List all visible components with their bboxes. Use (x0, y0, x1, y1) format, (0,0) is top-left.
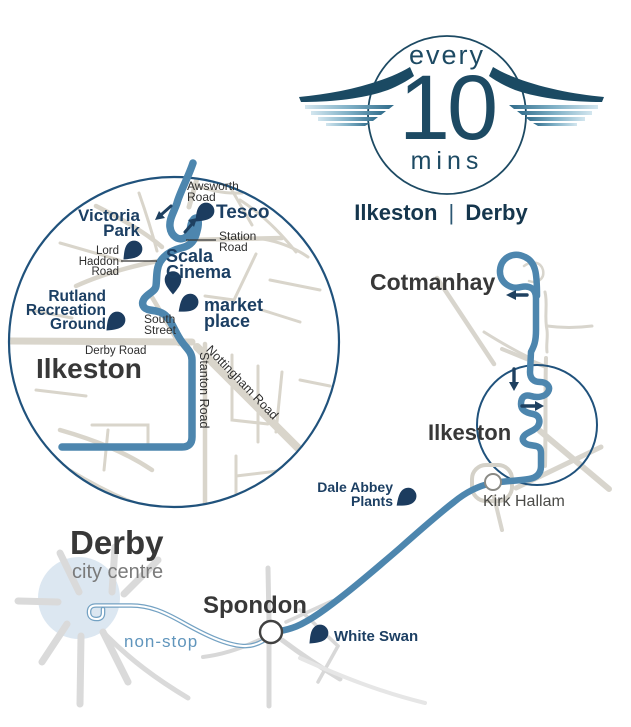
direction-arrows (155, 204, 544, 411)
spondon-interchange (258, 619, 284, 645)
label-derby-road: Derby Road (85, 345, 147, 357)
route-name: Ilkeston | Derby (341, 200, 541, 226)
label-awsworth-road: Awsworth Road (187, 179, 239, 204)
label-city-centre: city centre (72, 561, 164, 583)
label-market-place: market place (204, 295, 264, 331)
route-from: Ilkeston (354, 200, 438, 225)
label-dale-abbey-plants: Dale Abbey Plants (317, 479, 393, 509)
stop-marker-white-swan (303, 621, 332, 650)
label-cotmanhay: Cotmanhay (370, 269, 496, 295)
stop-marker-dale-abbey-plants (391, 484, 420, 513)
leader-lines (121, 239, 216, 262)
label-south-street: South Street (144, 312, 177, 337)
label-station-road: Station Road (219, 229, 257, 254)
inset-circle-outline (7, 175, 341, 509)
label-lord-haddon-road: Lord Haddon Road (78, 245, 119, 278)
logo-mins-text: mins (410, 147, 484, 175)
label-derby: Derby (70, 524, 164, 561)
label-non-stop: non-stop (124, 632, 199, 651)
label-victoria-park: Victoria Park (77, 206, 140, 240)
main-bus-route (273, 251, 553, 635)
inset-bus-route (58, 159, 202, 451)
label-stanton-road: Stanton Road (197, 352, 211, 429)
spondon-roads (201, 565, 427, 709)
label-ilkeston: Ilkeston (428, 420, 512, 445)
label-tesco: Tesco (216, 202, 270, 223)
arrow-southwest-icon (160, 204, 173, 216)
derby-roads (14, 543, 191, 708)
logo-every-text: every (408, 40, 486, 70)
label-rutland-recreation-ground: Rutland Recreation Ground (25, 288, 106, 333)
left-wing-icon (299, 67, 414, 126)
non-stop-route (86, 603, 266, 649)
right-wing-icon (489, 67, 604, 126)
kirk-hallam-roundabout (484, 473, 502, 491)
label-spondon: Spondon (203, 592, 307, 619)
label-scala-cinema: Scala Cinema (166, 246, 232, 282)
ilkeston-circle-outline (476, 364, 598, 486)
ilkeston-area-roads (434, 261, 612, 532)
route-separator: | (448, 200, 455, 225)
route-to: Derby (465, 200, 528, 225)
arrow-northeast-icon (183, 222, 194, 234)
frequency-logo (299, 35, 604, 195)
logo-10-text: 10 (398, 57, 498, 159)
label-white-swan: White Swan (334, 628, 419, 645)
label-ilkeston-inset: Ilkeston (36, 353, 142, 384)
label-kirk-hallam: Kirk Hallam (483, 493, 565, 510)
